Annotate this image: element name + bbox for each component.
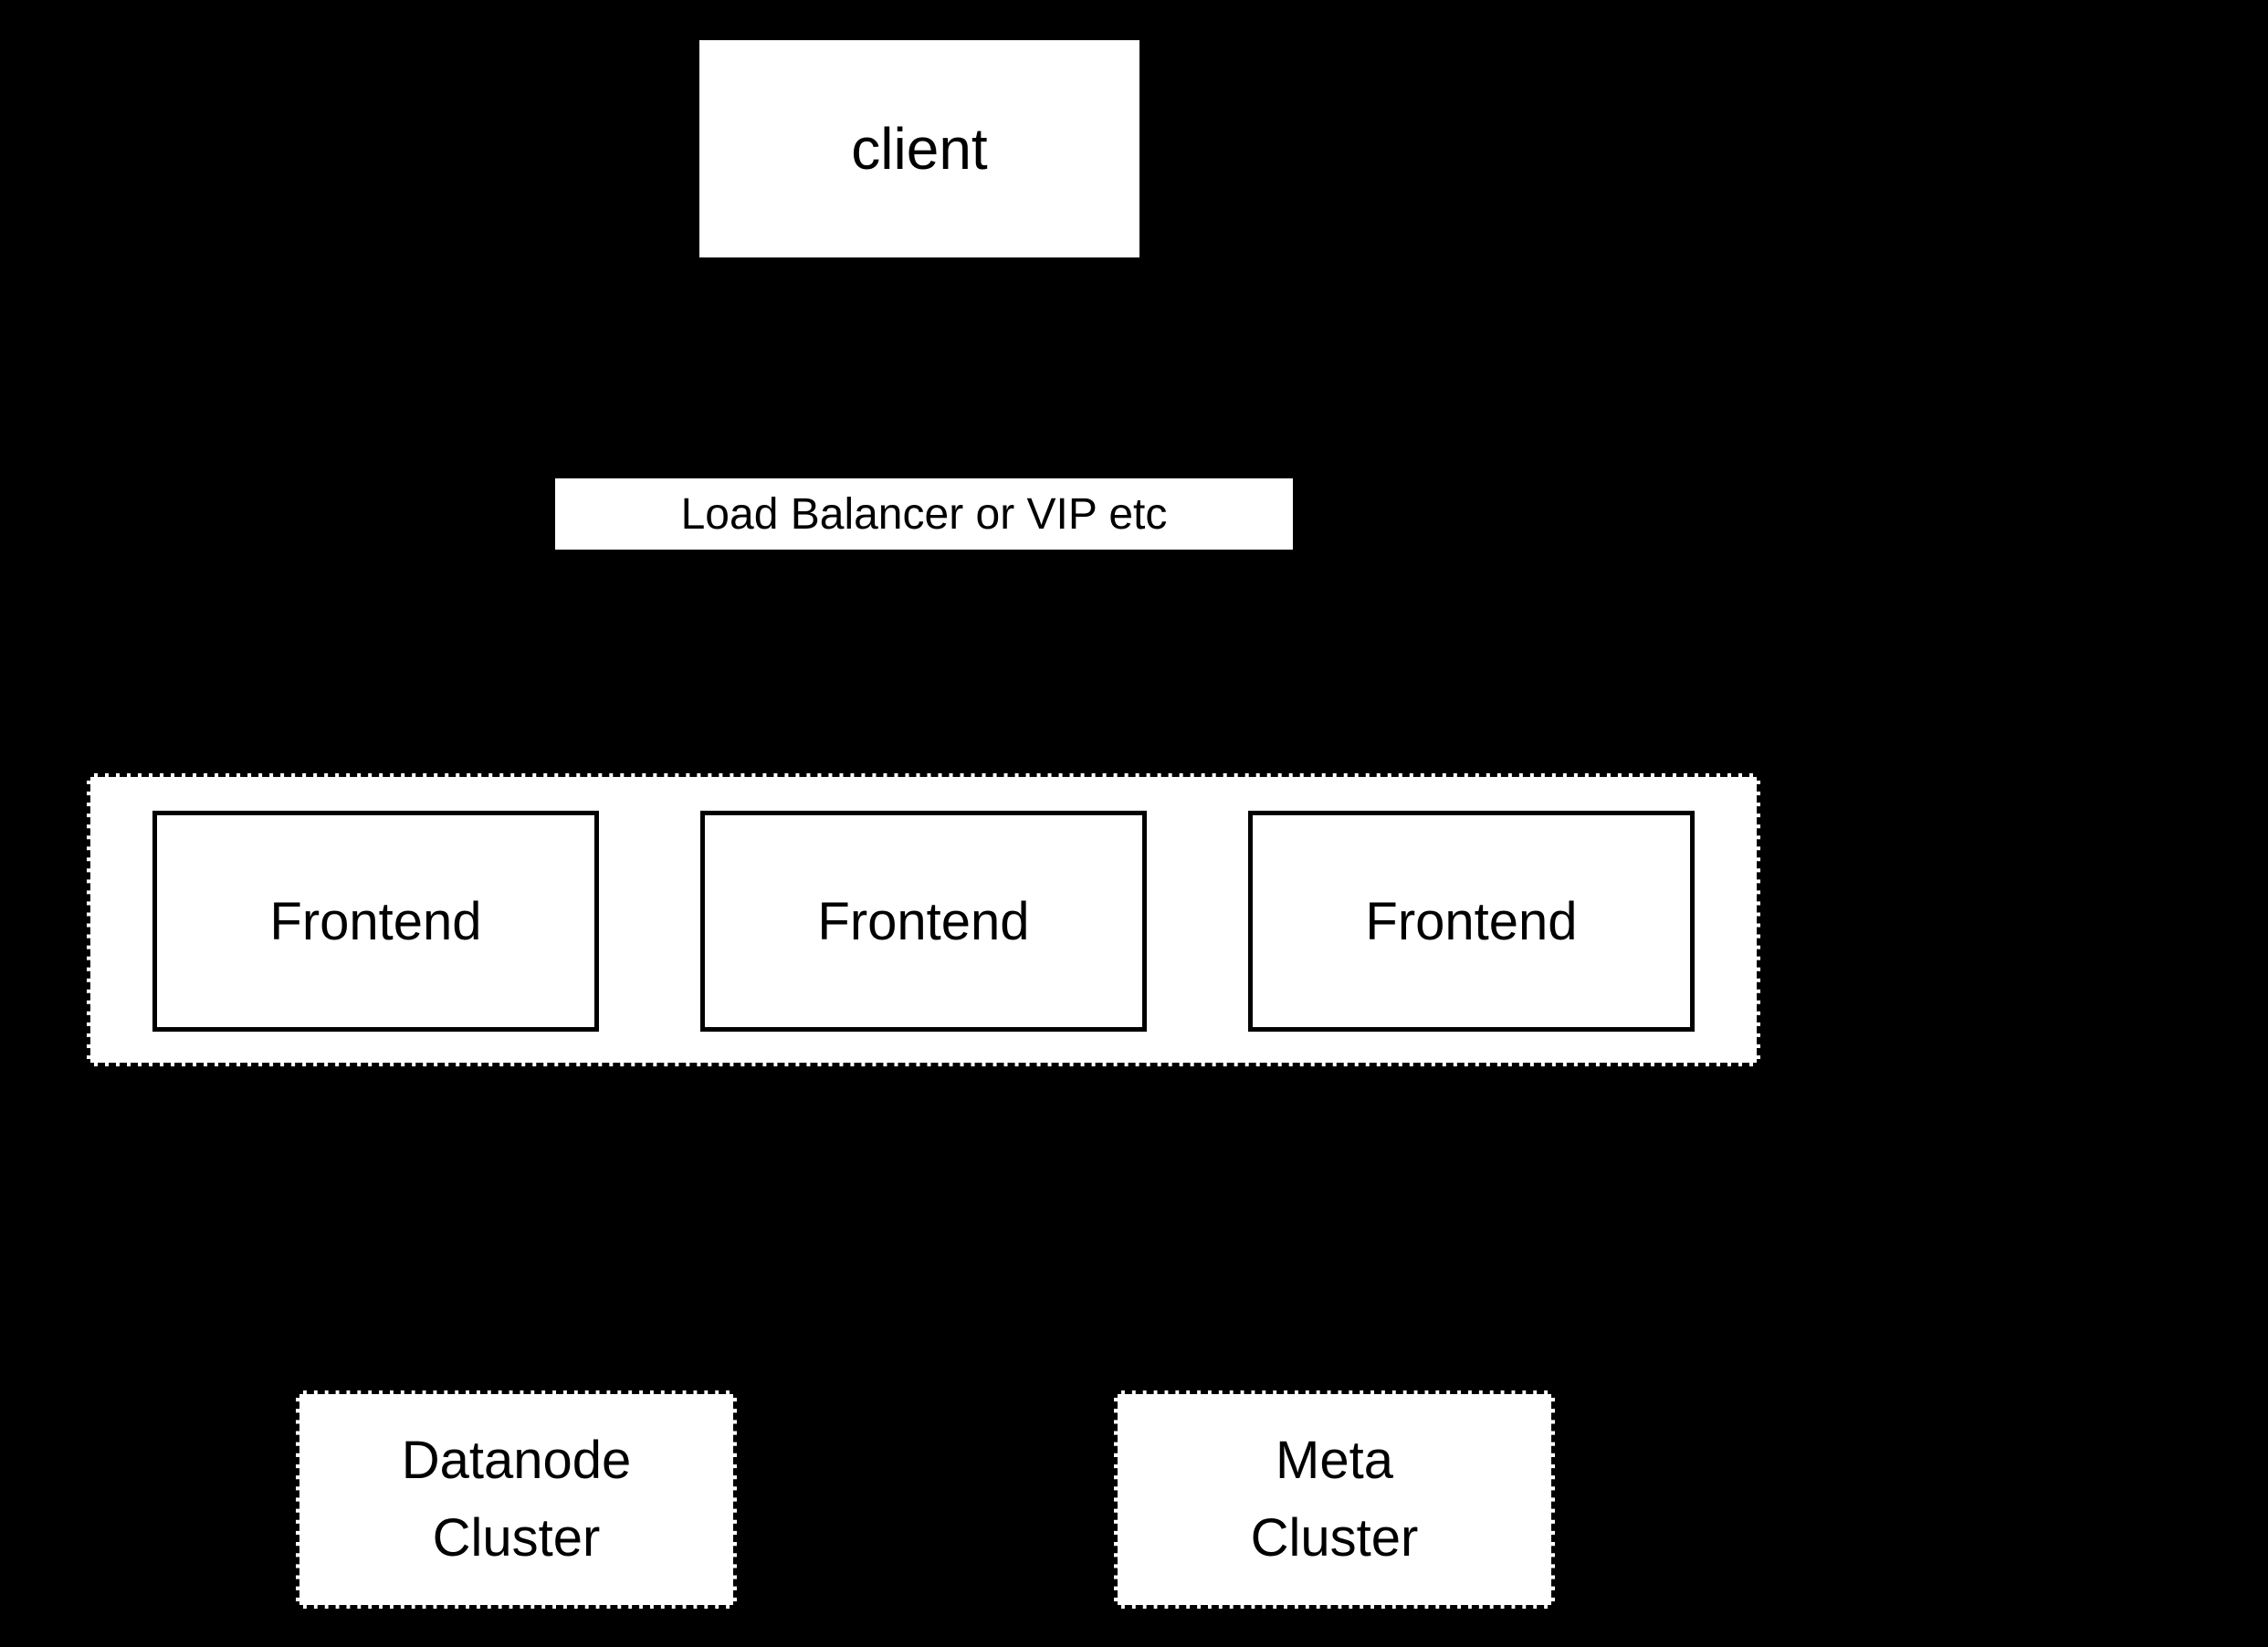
load-balancer-node-label: Load Balancer or VIP etc [680,489,1168,539]
datanode-cluster-node-label: Datanode Cluster [401,1431,632,1568]
frontend-node-2: Frontend [700,811,1147,1032]
frontend-node-1: Frontend [152,811,599,1032]
client-node: client [699,40,1139,257]
frontend-node-1-label: Frontend [269,891,482,951]
frontend-node-2-label: Frontend [817,891,1030,951]
meta-cluster-node: Meta Cluster [1114,1390,1555,1609]
frontend-cluster-group: Frontend Frontend Frontend [87,773,1760,1066]
frontend-node-3-label: Frontend [1365,891,1578,951]
load-balancer-node: Load Balancer or VIP etc [555,478,1293,550]
client-node-label: client [851,116,988,182]
datanode-cluster-node: Datanode Cluster [296,1390,737,1609]
meta-cluster-node-label: Meta Cluster [1250,1431,1419,1568]
frontend-node-3: Frontend [1248,811,1695,1032]
